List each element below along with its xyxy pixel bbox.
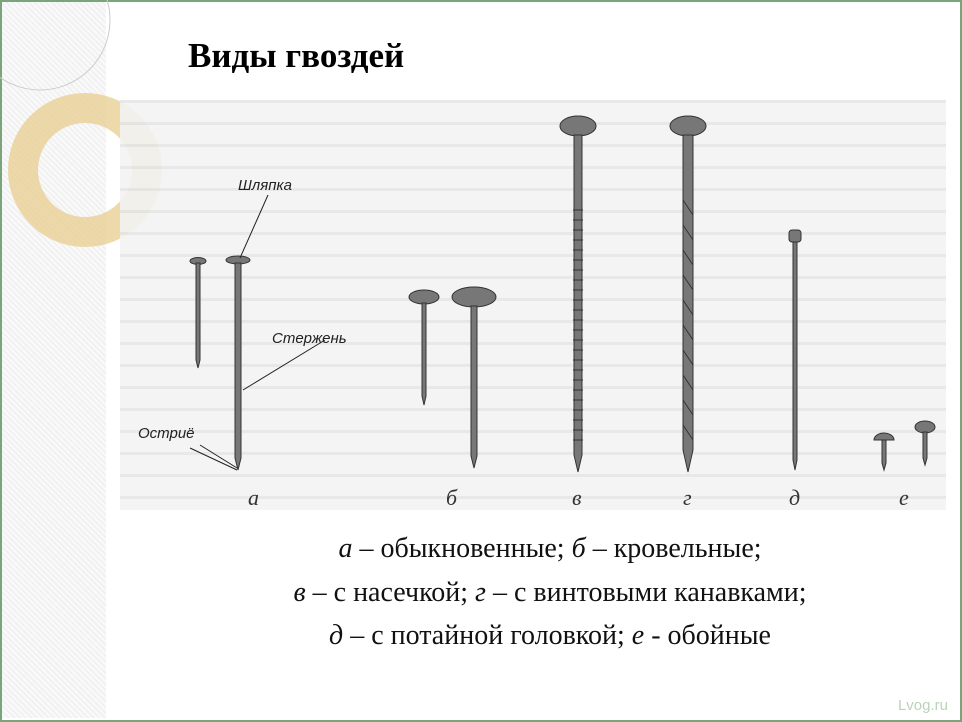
nail-g [669,115,707,473]
letter-g: г [683,485,692,510]
label-head: Шляпка [238,177,292,194]
caption-letter: д [329,620,344,651]
caption-line-3: д – с потайной головкой; е - обойные [150,620,950,652]
nail-d [788,229,802,471]
leader-lines [189,194,326,471]
caption-letter: б [571,533,586,564]
label-shank: Стержень [272,330,347,347]
caption-text: – с потайной головкой; [343,620,632,651]
letter-d: д [789,485,800,510]
nail-a-large [225,255,251,471]
caption-text: – кровельные; [585,533,762,564]
caption-text: - обойные [644,620,771,651]
letter-a: а [248,485,259,510]
caption-text: – с насечкой; [305,577,476,608]
nail-b-large [451,286,497,469]
caption-letter: г [475,577,486,608]
slide-title: Виды гвоздей [188,36,405,75]
caption-letter: в [293,577,306,608]
letter-v: в [572,485,582,510]
caption-letter: е [631,620,645,651]
nail-e-small [873,432,895,472]
caption-text: – обыкновенные; [352,533,572,564]
caption-line-1: а – обыкновенные; б – кровельные; [150,533,950,565]
watermark: Lvog.ru [897,697,948,714]
letter-e: е [899,485,909,510]
nail-v [559,115,597,473]
caption-line-2: в – с насечкой; г – с винтовыми канавкам… [150,577,950,609]
caption-text: – с винтовыми канавками; [485,577,807,608]
label-point: Остриё [138,425,195,442]
nail-e-large [914,420,936,467]
letter-b: б [446,485,458,510]
textbook-background [120,100,946,510]
nail-b-small [408,289,440,406]
nail-a-small [189,257,207,369]
caption-letter: а [338,533,353,564]
